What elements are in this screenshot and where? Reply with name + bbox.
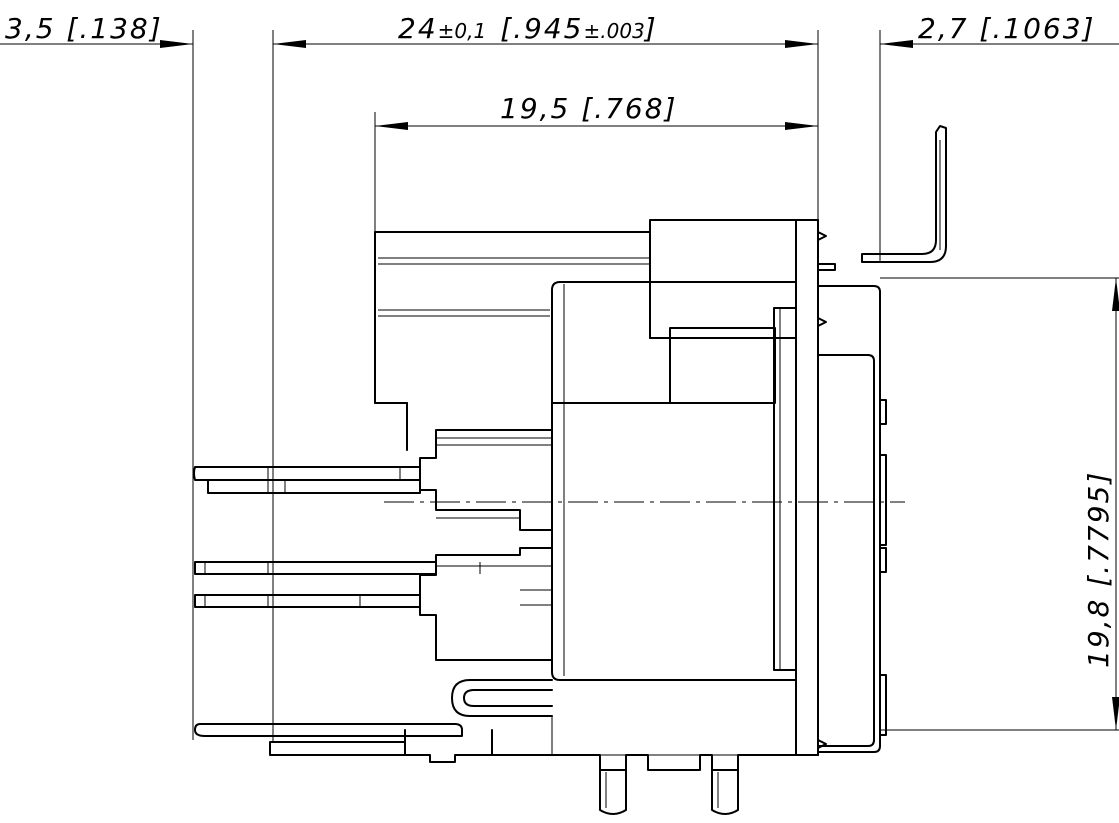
height-label: 19,8 [.7795] — [1082, 471, 1115, 668]
peg-right — [711, 769, 739, 815]
base — [269, 729, 493, 763]
front-insert — [773, 307, 797, 671]
dimension-left-offset: 3,5 [.138] — [0, 12, 194, 740]
pin-2 — [194, 561, 481, 575]
lever-arm — [194, 723, 463, 737]
right-offset-label: 2,7 [.1063] — [918, 12, 1095, 45]
connector-outline — [193, 125, 947, 815]
insert-block — [669, 327, 776, 404]
peg-left — [599, 769, 627, 815]
spring-latch — [451, 679, 553, 717]
pin-block-upper — [419, 429, 553, 531]
dimension-overall-width: 24±0,1[.945±.003] — [272, 12, 818, 742]
dimension-right-offset: 2,7 [.1063] — [817, 12, 1119, 262]
pin-block-lower — [419, 547, 553, 661]
dimension-height: 19,8 [.7795] — [880, 277, 1119, 731]
front-plate — [795, 219, 819, 756]
left-offset-label: 3,5 [.138] — [5, 12, 163, 45]
pin-3 — [194, 594, 421, 608]
latch-bracket — [861, 125, 947, 263]
pin-1 — [193, 466, 421, 494]
main-cylinder — [551, 281, 797, 681]
dimension-body-length: 19,5 [.768] — [374, 92, 818, 232]
body-length-label: 19,5 [.768] — [500, 92, 677, 125]
overall-width-label: 24±0,1[.945±.003] — [398, 12, 658, 45]
